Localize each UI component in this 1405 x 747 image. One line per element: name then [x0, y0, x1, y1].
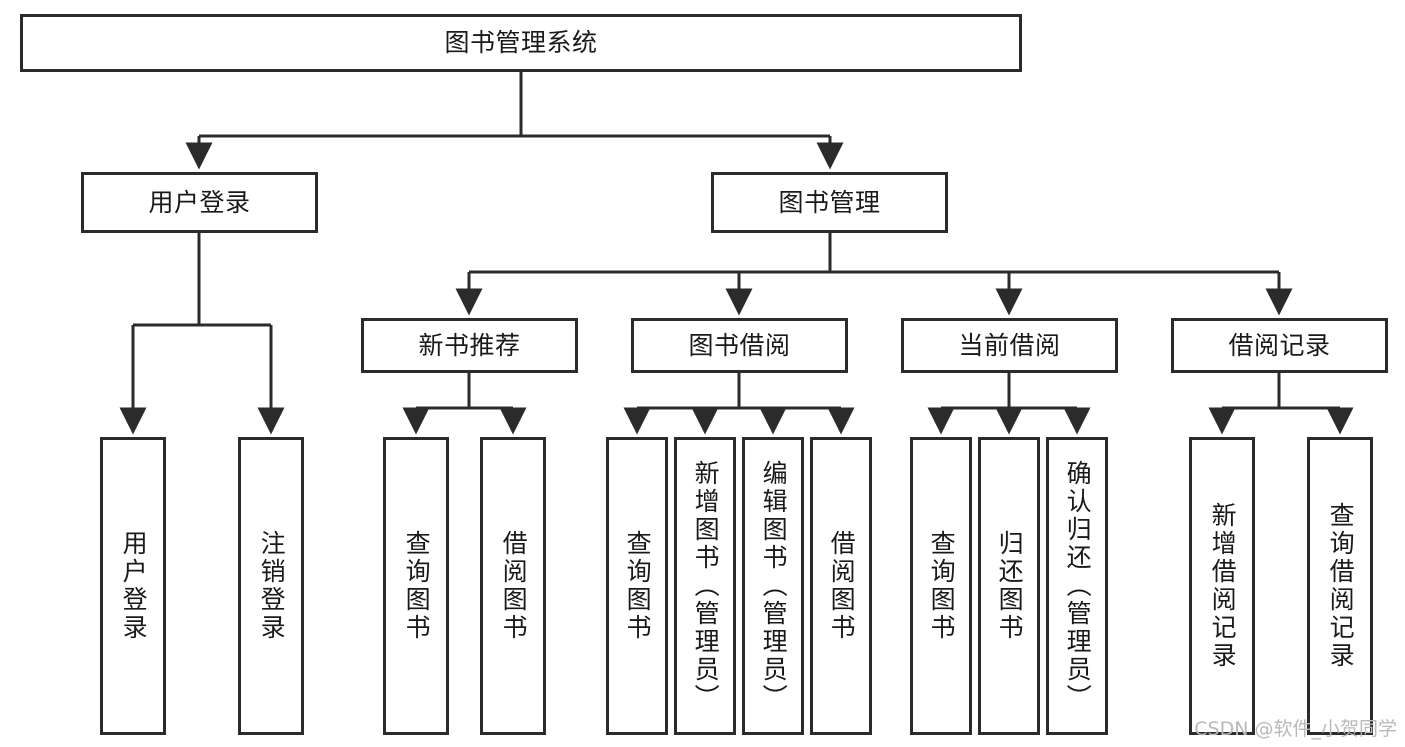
csdn-watermark: CSDN @软件_小贺同学: [1194, 718, 1397, 740]
node-leaf-query-record[interactable]: 查询借阅记录: [1307, 437, 1373, 735]
node-leaf-add-book[interactable]: 新增图书（管理员）: [674, 437, 736, 735]
node-leaf-borrow-book-2-label: 借阅图书: [827, 530, 857, 642]
node-leaf-edit-book[interactable]: 编辑图书（管理员）: [742, 437, 804, 735]
node-new-book-rec-label: 新书推荐: [418, 330, 521, 360]
node-leaf-add-book-label: 新增图书（管理员）: [691, 460, 721, 712]
node-new-book-rec[interactable]: 新书推荐: [361, 318, 578, 373]
node-leaf-logout[interactable]: 注销登录: [238, 437, 304, 735]
node-root[interactable]: 图书管理系统: [20, 14, 1022, 72]
node-leaf-query-book-2-label: 查询图书: [623, 530, 653, 642]
node-leaf-query-book-2[interactable]: 查询图书: [606, 437, 668, 735]
node-leaf-user-login-label: 用户登录: [119, 530, 149, 642]
node-leaf-query-book-1[interactable]: 查询图书: [383, 437, 449, 735]
node-leaf-user-login[interactable]: 用户登录: [100, 437, 166, 735]
node-leaf-borrow-book-1[interactable]: 借阅图书: [480, 437, 546, 735]
node-leaf-add-record-label: 新增借阅记录: [1208, 502, 1238, 670]
node-leaf-add-record[interactable]: 新增借阅记录: [1189, 437, 1255, 735]
node-user-login-label: 用户登录: [148, 187, 251, 217]
node-leaf-query-book-1-label: 查询图书: [402, 530, 432, 642]
node-leaf-return-book[interactable]: 归还图书: [978, 437, 1040, 735]
node-current-borrow-label: 当前借阅: [958, 330, 1061, 360]
node-leaf-return-book-label: 归还图书: [995, 530, 1025, 642]
node-book-borrow-label: 图书借阅: [688, 330, 791, 360]
node-root-label: 图书管理系统: [444, 28, 598, 58]
node-book-borrow[interactable]: 图书借阅: [631, 318, 848, 373]
node-book-manage[interactable]: 图书管理: [711, 172, 948, 233]
node-leaf-borrow-book-2[interactable]: 借阅图书: [810, 437, 872, 735]
node-leaf-query-book-3[interactable]: 查询图书: [910, 437, 972, 735]
node-borrow-record-label: 借阅记录: [1228, 330, 1331, 360]
node-leaf-query-record-label: 查询借阅记录: [1326, 502, 1356, 670]
node-leaf-edit-book-label: 编辑图书（管理员）: [759, 460, 789, 712]
node-current-borrow[interactable]: 当前借阅: [901, 318, 1118, 373]
node-leaf-confirm-return[interactable]: 确认归还（管理员）: [1046, 437, 1108, 735]
node-leaf-query-book-3-label: 查询图书: [927, 530, 957, 642]
node-leaf-borrow-book-1-label: 借阅图书: [499, 530, 529, 642]
node-user-login[interactable]: 用户登录: [81, 172, 318, 233]
node-leaf-confirm-return-label: 确认归还（管理员）: [1063, 460, 1093, 712]
node-borrow-record[interactable]: 借阅记录: [1171, 318, 1388, 373]
node-leaf-logout-label: 注销登录: [257, 530, 287, 642]
node-book-manage-label: 图书管理: [778, 187, 881, 217]
